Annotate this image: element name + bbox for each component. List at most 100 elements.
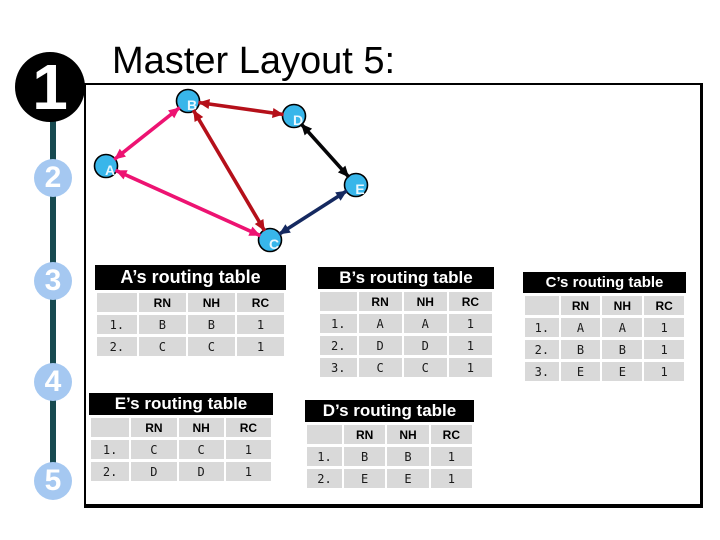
cell-rc: 1 xyxy=(644,340,684,359)
routing-table-c-title: C’s routing table xyxy=(523,272,686,293)
routing-table-e: E’s routing table RN NH RC 1. C C 1 2. D… xyxy=(89,393,273,484)
cell-rn: E xyxy=(343,469,386,488)
cell-nh: B xyxy=(387,447,429,466)
cell-nh: C xyxy=(403,358,447,377)
header-rc: RC xyxy=(644,296,684,315)
table-row: 1. A A 1 xyxy=(525,318,684,337)
cell-nh: A xyxy=(602,318,643,337)
table-row: 2. B B 1 xyxy=(525,340,684,359)
cell-rc: 1 xyxy=(430,447,472,466)
header-rn: RN xyxy=(131,418,177,437)
row-index: 3. xyxy=(525,362,559,381)
step-indicator-2[interactable]: 2 xyxy=(34,159,72,197)
table-header-row: RN NH RC xyxy=(97,293,284,312)
cell-rn: B xyxy=(560,340,601,359)
cell-nh: B xyxy=(187,315,235,334)
row-index: 1. xyxy=(525,318,559,337)
header-rc: RC xyxy=(448,292,492,311)
row-index: 2. xyxy=(307,469,342,488)
header-blank xyxy=(525,296,559,315)
header-nh: NH xyxy=(178,418,224,437)
row-index: 1. xyxy=(97,315,137,334)
header-rc: RC xyxy=(430,425,472,444)
cell-rn: D xyxy=(358,336,402,355)
routing-table-a-title: A’s routing table xyxy=(95,265,286,290)
step-indicator-5[interactable]: 5 xyxy=(34,462,72,500)
header-rc: RC xyxy=(225,418,271,437)
cell-rc: 1 xyxy=(225,462,271,481)
table-row: 1. C C 1 xyxy=(91,440,271,459)
slide-title: Master Layout 5: xyxy=(112,40,396,82)
cell-rn: A xyxy=(358,314,402,333)
header-nh: NH xyxy=(387,425,429,444)
table-row: 3. E E 1 xyxy=(525,362,684,381)
header-nh: NH xyxy=(187,293,235,312)
cell-rc: 1 xyxy=(644,318,684,337)
routing-table-c: C’s routing table RN NH RC 1. A A 1 2. B… xyxy=(523,272,686,384)
cell-rn: C xyxy=(358,358,402,377)
cell-rc: 1 xyxy=(236,315,284,334)
header-nh: NH xyxy=(602,296,643,315)
header-blank xyxy=(97,293,137,312)
cell-rn: A xyxy=(560,318,601,337)
step-indicator-1[interactable]: 1 xyxy=(15,51,85,123)
table-row: 2. E E 1 xyxy=(307,469,472,488)
cell-rn: E xyxy=(560,362,601,381)
row-index: 3. xyxy=(320,358,357,377)
routing-table-b-grid: RN NH RC 1. A A 1 2. D D 1 3. C C 1 xyxy=(318,289,494,380)
table-row: 2. C C 1 xyxy=(97,337,284,356)
step-indicator-4[interactable]: 4 xyxy=(34,363,72,401)
routing-table-d: D’s routing table RN NH RC 1. B B 1 2. E… xyxy=(305,400,474,491)
routing-table-b-title: B’s routing table xyxy=(318,267,494,289)
cell-nh: E xyxy=(387,469,429,488)
row-index: 1. xyxy=(307,447,342,466)
header-rn: RN xyxy=(138,293,186,312)
cell-rn: D xyxy=(131,462,177,481)
cell-nh: D xyxy=(403,336,447,355)
header-rc: RC xyxy=(236,293,284,312)
routing-table-d-title: D’s routing table xyxy=(305,400,474,422)
routing-table-b: B’s routing table RN NH RC 1. A A 1 2. D… xyxy=(318,267,494,380)
routing-table-e-title: E’s routing table xyxy=(89,393,273,415)
cell-nh: A xyxy=(403,314,447,333)
routing-table-a: A’s routing table RN NH RC 1. B B 1 2. C… xyxy=(95,265,286,359)
cell-rc: 1 xyxy=(448,336,492,355)
cell-rn: C xyxy=(138,337,186,356)
row-index: 1. xyxy=(320,314,357,333)
table-row: 2. D D 1 xyxy=(320,336,492,355)
routing-table-a-grid: RN NH RC 1. B B 1 2. C C 1 xyxy=(95,290,286,359)
header-rn: RN xyxy=(358,292,402,311)
cell-nh: E xyxy=(602,362,643,381)
cell-rc: 1 xyxy=(644,362,684,381)
table-header-row: RN NH RC xyxy=(307,425,472,444)
table-row: 2. D D 1 xyxy=(91,462,271,481)
routing-table-e-grid: RN NH RC 1. C C 1 2. D D 1 xyxy=(89,415,273,484)
cell-rc: 1 xyxy=(225,440,271,459)
header-blank xyxy=(91,418,130,437)
row-index: 2. xyxy=(97,337,137,356)
header-blank xyxy=(320,292,357,311)
table-row: 1. B B 1 xyxy=(97,315,284,334)
header-rn: RN xyxy=(560,296,601,315)
routing-table-d-grid: RN NH RC 1. B B 1 2. E E 1 xyxy=(305,422,474,491)
cell-rc: 1 xyxy=(236,337,284,356)
cell-rc: 1 xyxy=(448,314,492,333)
header-blank xyxy=(307,425,342,444)
cell-nh: C xyxy=(187,337,235,356)
table-header-row: RN NH RC xyxy=(320,292,492,311)
routing-table-c-grid: RN NH RC 1. A A 1 2. B B 1 3. E E 1 xyxy=(523,293,686,384)
table-row: 1. A A 1 xyxy=(320,314,492,333)
row-index: 2. xyxy=(320,336,357,355)
cell-nh: B xyxy=(602,340,643,359)
cell-rc: 1 xyxy=(430,469,472,488)
row-index: 2. xyxy=(525,340,559,359)
table-header-row: RN NH RC xyxy=(91,418,271,437)
cell-nh: C xyxy=(178,440,224,459)
table-row: 3. C C 1 xyxy=(320,358,492,377)
step-indicator-3[interactable]: 3 xyxy=(34,262,72,300)
row-index: 1. xyxy=(91,440,130,459)
row-index: 2. xyxy=(91,462,130,481)
header-rn: RN xyxy=(343,425,386,444)
cell-rn: B xyxy=(138,315,186,334)
